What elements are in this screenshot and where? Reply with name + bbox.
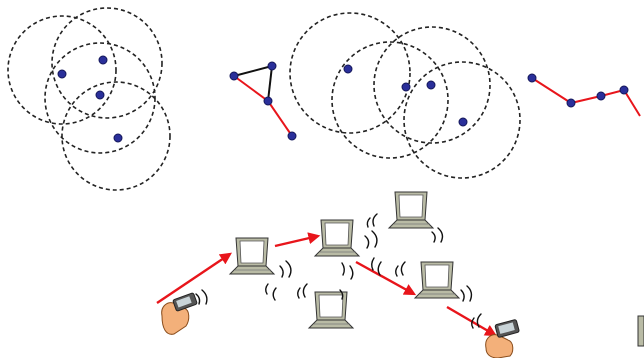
link <box>233 65 273 77</box>
range-circle <box>51 7 163 119</box>
range-circle <box>289 12 411 134</box>
laptop-icon <box>414 261 460 299</box>
range-circle <box>331 41 449 159</box>
wireless-signal-icon <box>195 213 482 329</box>
node <box>57 69 67 79</box>
disk-graph-dense <box>289 12 521 179</box>
range-circle <box>7 15 117 125</box>
laptop-icon <box>314 219 360 257</box>
range-circle <box>373 26 491 144</box>
hop-arrow <box>446 305 498 337</box>
node <box>596 91 606 101</box>
laptop-icon <box>308 291 354 329</box>
disk-graph-sparse <box>7 7 171 191</box>
path-graph-sparse <box>229 61 297 141</box>
hop-arrow <box>355 260 417 296</box>
node <box>566 98 576 108</box>
path-graph-dense <box>527 73 641 117</box>
node <box>343 64 353 74</box>
node <box>95 90 105 100</box>
multihop-ad-hoc-network <box>156 191 644 358</box>
link <box>233 75 269 102</box>
hop-arrow <box>156 252 232 304</box>
node <box>113 133 123 143</box>
range-circle <box>403 61 521 179</box>
link <box>267 65 273 102</box>
node <box>263 96 273 106</box>
node <box>426 80 436 90</box>
node <box>267 61 277 71</box>
node <box>527 73 537 83</box>
node <box>619 85 629 95</box>
handheld-device-icon <box>161 292 198 335</box>
link <box>531 77 641 117</box>
node <box>98 55 108 65</box>
node <box>287 131 297 141</box>
hop-arrow <box>274 232 321 248</box>
range-circle <box>61 81 171 191</box>
handheld-device-icon <box>485 319 520 358</box>
laptop-icon-partial <box>637 315 644 347</box>
node <box>229 71 239 81</box>
node <box>401 82 411 92</box>
laptop-icon <box>388 191 434 229</box>
link <box>267 100 293 137</box>
laptop-icon <box>229 237 275 275</box>
node <box>458 117 468 127</box>
